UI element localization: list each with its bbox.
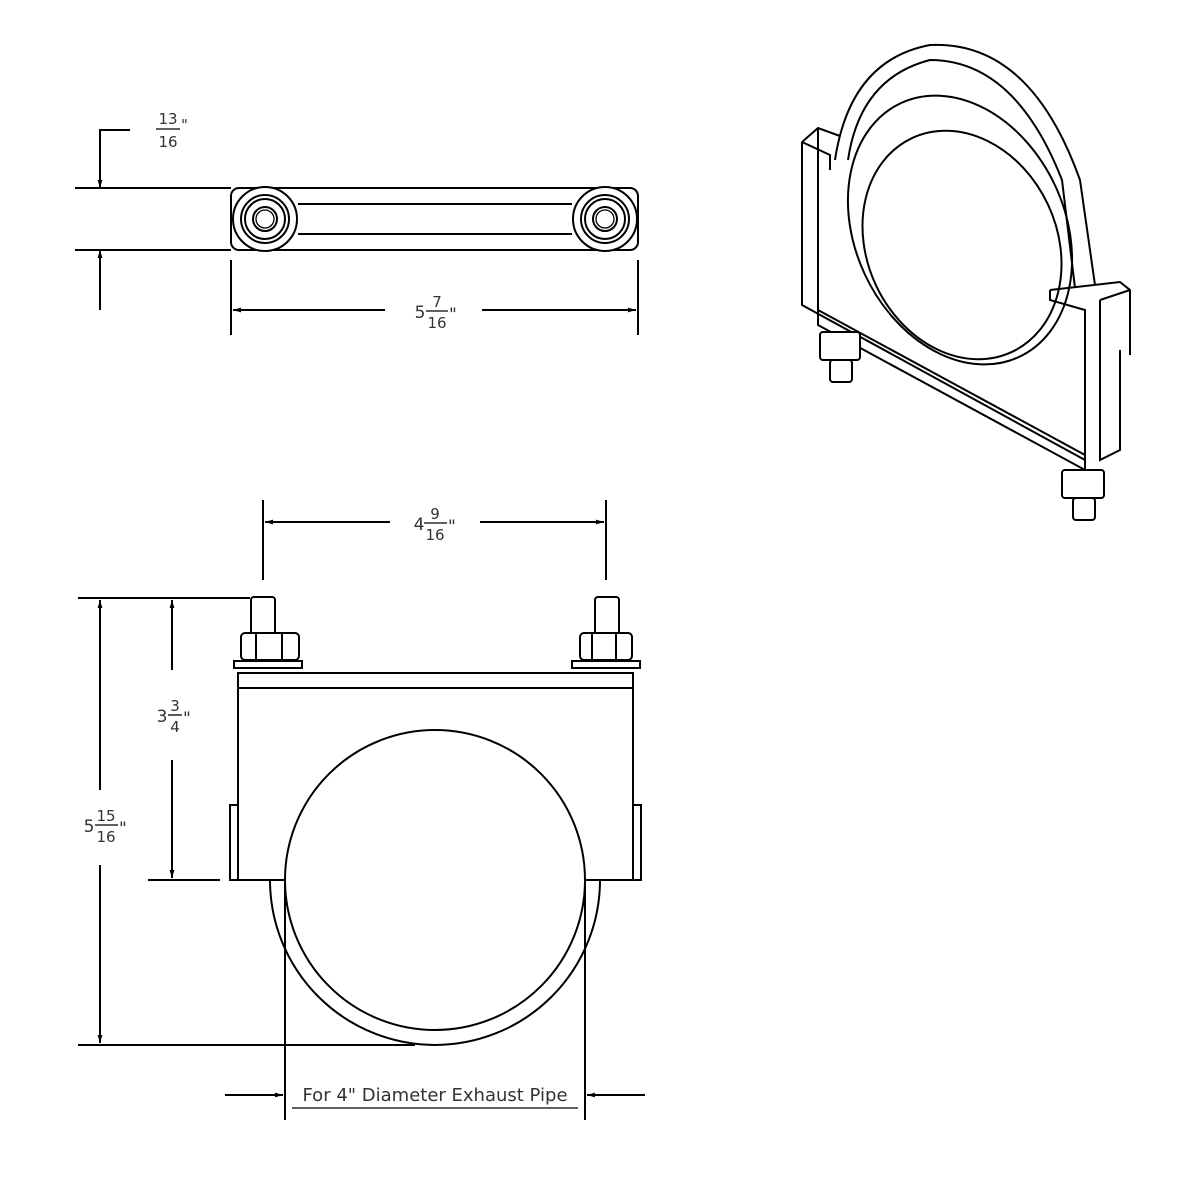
width-numerator: 7 <box>432 293 442 311</box>
iso-bolt-right <box>1061 469 1105 521</box>
iso-bolt-left <box>819 331 861 383</box>
overall-width-dimension: 5 7 16 " <box>230 260 639 335</box>
spacing-unit: " <box>448 517 456 537</box>
bolt-front-right <box>571 596 641 669</box>
saddle-whole: 3 <box>157 707 168 727</box>
height-unit: " <box>119 819 127 839</box>
height-denominator: 16 <box>96 828 115 846</box>
bolt-top-right <box>572 186 638 252</box>
front-view <box>229 596 642 1046</box>
saddle-height-dimension: 3 3 4 " <box>78 597 250 881</box>
thickness-numerator: 13 <box>158 110 177 128</box>
width-denominator: 16 <box>427 314 446 332</box>
saddle-unit: " <box>183 709 191 729</box>
bolt-front-left <box>233 596 303 669</box>
pipe-diameter-note: For 4" Diameter Exhaust Pipe <box>302 1085 567 1106</box>
spacing-numerator: 9 <box>430 505 440 523</box>
bolt-top-left <box>232 186 298 252</box>
spacing-denominator: 16 <box>425 526 444 544</box>
width-unit: " <box>449 305 457 325</box>
height-numerator: 15 <box>96 807 115 825</box>
saddle-numerator: 3 <box>170 697 180 715</box>
pipe-diameter-dimension: For 4" Diameter Exhaust Pipe <box>225 885 645 1120</box>
width-whole: 5 <box>415 303 426 323</box>
thickness-unit: " <box>181 116 188 134</box>
thickness-denominator: 16 <box>158 133 177 151</box>
saddle-denominator: 4 <box>170 718 180 736</box>
thickness-dimension: 13 16 " <box>75 110 231 310</box>
top-view <box>230 186 639 252</box>
isometric-view <box>801 43 1131 521</box>
bolt-spacing-dimension: 4 9 16 " <box>262 500 607 580</box>
overall-height-dimension: 5 15 16 " <box>78 600 415 1046</box>
spacing-whole: 4 <box>414 515 425 535</box>
height-whole: 5 <box>84 817 95 837</box>
